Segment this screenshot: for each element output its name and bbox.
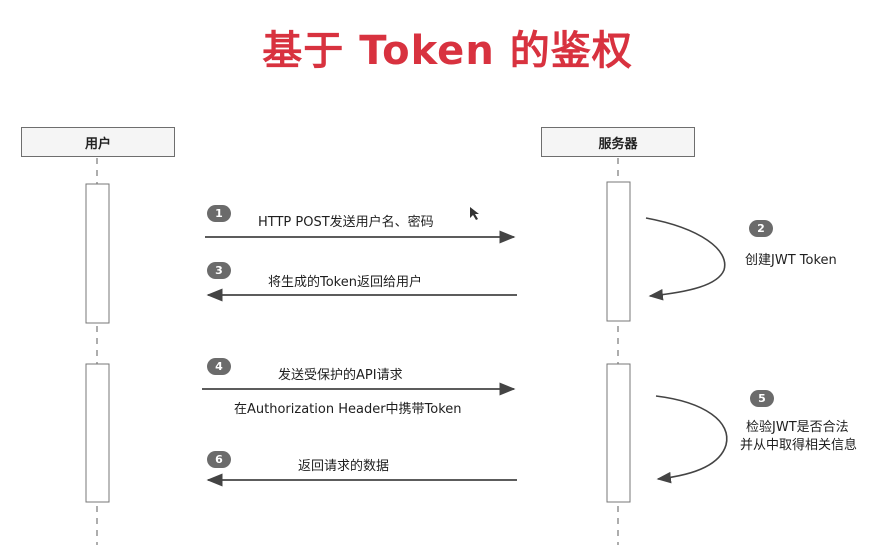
actor-user: 用户 xyxy=(21,127,175,157)
cursor-icon xyxy=(470,207,479,220)
step-badge-3: 3 xyxy=(207,262,231,279)
step-5-sublabel: 并从中取得相关信息 xyxy=(740,438,858,453)
diagram-title: 基于 Token 的鉴权 xyxy=(262,28,633,74)
step-4-sublabel: 在Authorization Header中携带Token xyxy=(234,402,462,417)
step-badge-2: 2 xyxy=(749,220,773,237)
step-4-label: 发送受保护的API请求 xyxy=(278,368,403,383)
server-activation-2 xyxy=(606,363,631,503)
actor-server: 服务器 xyxy=(541,127,695,157)
user-activation-1 xyxy=(85,183,110,324)
self-loop-step-2 xyxy=(645,217,726,301)
self-loop-step-5 xyxy=(655,395,728,484)
step-badge-1: 1 xyxy=(207,205,231,222)
step-1-label: HTTP POST发送用户名、密码 xyxy=(258,215,434,230)
step-badge-5: 5 xyxy=(750,390,774,407)
server-activation-1 xyxy=(606,181,631,322)
step-3-label: 将生成的Token返回给用户 xyxy=(268,275,422,290)
step-2-label: 创建JWT Token xyxy=(745,253,837,268)
step-6-label: 返回请求的数据 xyxy=(298,459,390,474)
step-5-label: 检验JWT是否合法 xyxy=(746,420,849,435)
step-badge-6: 6 xyxy=(207,451,231,468)
user-activation-2 xyxy=(85,363,110,503)
step-badge-4: 4 xyxy=(207,358,231,375)
